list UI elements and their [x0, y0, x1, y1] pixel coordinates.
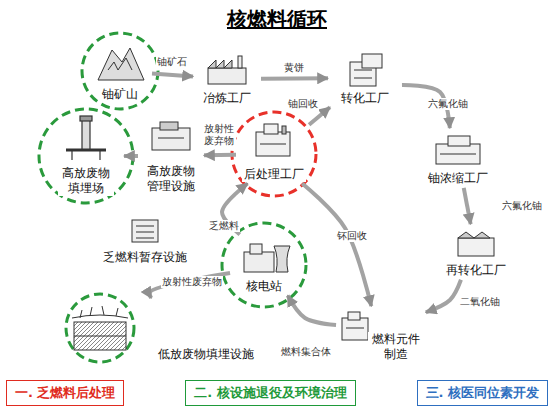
facility-label: 低放废物填埋设施 [156, 347, 256, 362]
fuel-fabrication-icon [342, 312, 368, 340]
highlight-circle [82, 33, 158, 109]
flow-arrow [204, 153, 236, 158]
facility-node: 转化工厂 [330, 50, 400, 106]
highlight-circle [39, 109, 133, 203]
legend-text: 三. 核医同位素开发 [426, 385, 539, 400]
flow-arrow [464, 188, 471, 224]
enrichment-icon [436, 136, 480, 164]
flow-label: 铀矿石 [156, 56, 188, 68]
flow-arrow [302, 183, 371, 306]
storage-icon [132, 220, 158, 242]
legend-box: 二. 核设施退役及环境治理 [185, 380, 355, 406]
flow-label: 六氟化铀 [427, 98, 469, 110]
legend-box: 一. 乏燃料后处理 [6, 380, 124, 406]
mine-icon [98, 48, 144, 80]
facility-node: 燃料元件 制造 [338, 308, 424, 362]
flow-label: 乏燃料 [208, 220, 240, 232]
facility-label: 铀浓缩工厂 [426, 171, 490, 186]
flow-label: 二氧化铀 [459, 296, 501, 308]
flow-arrow [261, 76, 328, 80]
flow-label: 钚回收 [336, 230, 368, 242]
facility-node: 高放废物 填埋场 [50, 116, 122, 196]
facility-node: 冶炼工厂 [195, 52, 259, 106]
facility-label: 后处理工厂 [242, 167, 306, 182]
flow-arrow [152, 73, 193, 76]
llw-disposal-icon [72, 306, 128, 350]
flow-label: 燃料集合体 [280, 346, 332, 358]
flow-label: 放射性废弃物 [202, 123, 236, 147]
flow-arrow [288, 296, 336, 325]
facility-label: 铀矿山 [100, 87, 140, 102]
facility-label: 核电站 [244, 279, 284, 294]
reprocessing-icon [256, 124, 290, 156]
hlw-facility-icon [152, 122, 190, 150]
legend-text: 二. 核设施退役及环境治理 [194, 385, 346, 400]
highlight-circle [222, 223, 306, 307]
flow-arrow [124, 154, 138, 158]
facility-node: 后处理工厂 [238, 126, 310, 182]
facility-node: 核电站 [232, 236, 296, 294]
facility-label: 转化工厂 [339, 91, 391, 106]
facility-label: 乏燃料暂存设施 [101, 250, 189, 265]
reconversion-icon [458, 232, 494, 256]
facility-node: 铀浓缩工厂 [418, 130, 498, 186]
disposal-icon [66, 116, 106, 160]
facility-node: 乏燃料暂存设施 [95, 213, 195, 265]
facility-label: 燃料元件 制造 [368, 332, 424, 362]
power-plant-icon [244, 244, 290, 272]
highlight-circle [66, 294, 134, 362]
flow-label: 六氟化铀 [501, 200, 543, 212]
smelter-icon [208, 56, 246, 84]
legend-text: 一. 乏燃料后处理 [15, 385, 115, 400]
facility-label: 高放废物 填埋场 [58, 166, 114, 196]
facility-label: 冶炼工厂 [201, 91, 253, 106]
facility-node: 铀矿山 [90, 40, 150, 102]
flow-label: 放射性废弃物 [161, 276, 223, 288]
flow-label: 黄饼 [283, 62, 305, 74]
legend-box: 三. 核医同位素开发 [417, 380, 548, 406]
flow-arrow [426, 280, 461, 313]
facility-node: 低放废物填埋设施 [60, 300, 256, 362]
facility-label: 再转化工厂 [444, 263, 508, 278]
facility-node: 高放废物 管理设施 [140, 118, 202, 194]
diagram-title: 核燃料循环 [227, 7, 327, 31]
facility-node: 再转化工厂 [436, 226, 516, 278]
flow-arrow [150, 273, 230, 298]
conversion-icon [350, 54, 382, 86]
facility-label: 高放废物 管理设施 [143, 164, 199, 194]
flow-label: 铀回收 [287, 98, 319, 110]
